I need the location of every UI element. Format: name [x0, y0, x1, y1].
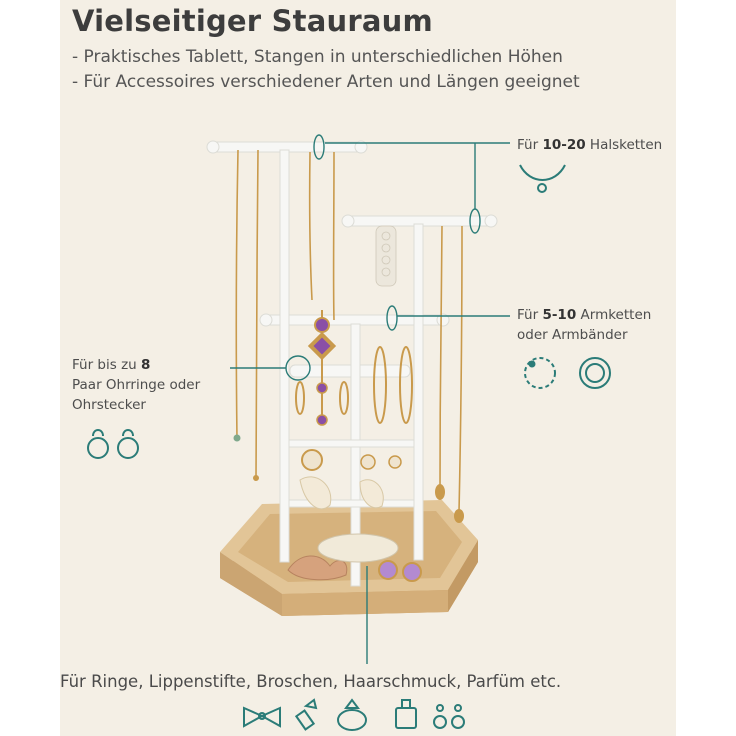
callout-lines — [230, 134, 510, 664]
earring-icon — [87, 429, 139, 459]
pendants — [233, 434, 464, 523]
jewelry-stand — [206, 140, 498, 587]
perfume-icon — [395, 699, 417, 729]
callout-text: Armketten — [576, 307, 652, 323]
hoop-earrings — [295, 346, 413, 424]
callout-text: Paar Ohrringe oder — [72, 377, 201, 393]
callout-number: 5-10 — [542, 307, 577, 323]
necklace-callout: Für 10-20 Halsketten — [517, 135, 662, 155]
headline: Vielseitiger Stauraum — [72, 4, 433, 38]
earring-callout: Für bis zu 8 Paar Ohrringe oder Ohrsteck… — [72, 355, 200, 415]
drop-earring-icon — [433, 704, 465, 729]
hanging-necklaces — [235, 149, 463, 513]
callout-number: 10-20 — [542, 137, 586, 153]
pearl-bracelet — [375, 225, 397, 287]
feature-bullet-1: - Praktisches Tablett, Stangen in unters… — [72, 47, 563, 67]
ring-icon — [337, 698, 367, 731]
bangle-icon — [579, 357, 611, 389]
callout-text: Für bis zu — [72, 357, 142, 373]
bracelet-callout: Für 5-10 Armketten oder Armbänder — [517, 305, 651, 345]
feature-bullet-2: - Für Accessoires verschiedener Arten un… — [72, 72, 580, 92]
callout-text: Halsketten — [585, 137, 663, 153]
callout-text: Für — [517, 137, 543, 153]
tray-callout: Für Ringe, Lippenstifte, Broschen, Haars… — [60, 672, 562, 691]
tray-items — [287, 533, 422, 582]
callout-text: oder Armbänder — [517, 327, 628, 343]
necklace-icon — [519, 164, 566, 193]
callout-number: 8 — [141, 357, 151, 373]
callout-text: Für — [517, 307, 543, 323]
bow-icon — [243, 706, 281, 728]
amethyst-earrings — [307, 310, 337, 426]
stud-earrings — [299, 449, 402, 510]
lipstick-icon — [294, 698, 318, 731]
bracelet-icon — [524, 357, 556, 389]
callout-text: Ohrstecker — [72, 397, 146, 413]
